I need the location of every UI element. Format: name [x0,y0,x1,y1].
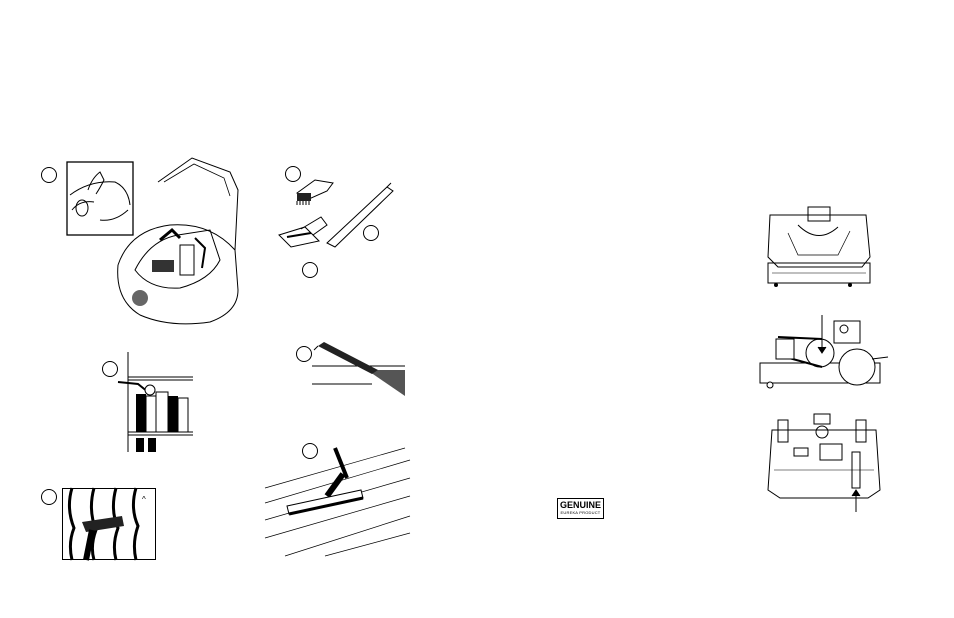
attachment-tools-illustration [275,175,410,265]
genuine-product-badge: GENUINE EUREKA PRODUCT [557,498,604,519]
badge-line-1: GENUINE [558,500,603,510]
floor-brush-hardwood-illustration [265,448,410,558]
step-marker-1 [41,167,57,183]
crevice-tool-corner-illustration [312,338,407,398]
power-nozzle-underside-illustration [758,205,878,290]
bookshelf-dusting-illustration [118,352,198,452]
power-nozzle-belt-illustration [752,315,894,390]
badge-line-2: EUREKA PRODUCT [558,510,603,515]
svg-text:^: ^ [142,495,146,504]
drapery-cleaning-illustration: ^ [62,488,156,560]
power-nozzle-bottom-arrow-illustration [764,410,884,515]
step-marker-6 [296,346,312,362]
canister-open-lid-illustration [60,150,250,340]
step-marker-7 [41,489,57,505]
step-marker-5 [102,361,118,377]
